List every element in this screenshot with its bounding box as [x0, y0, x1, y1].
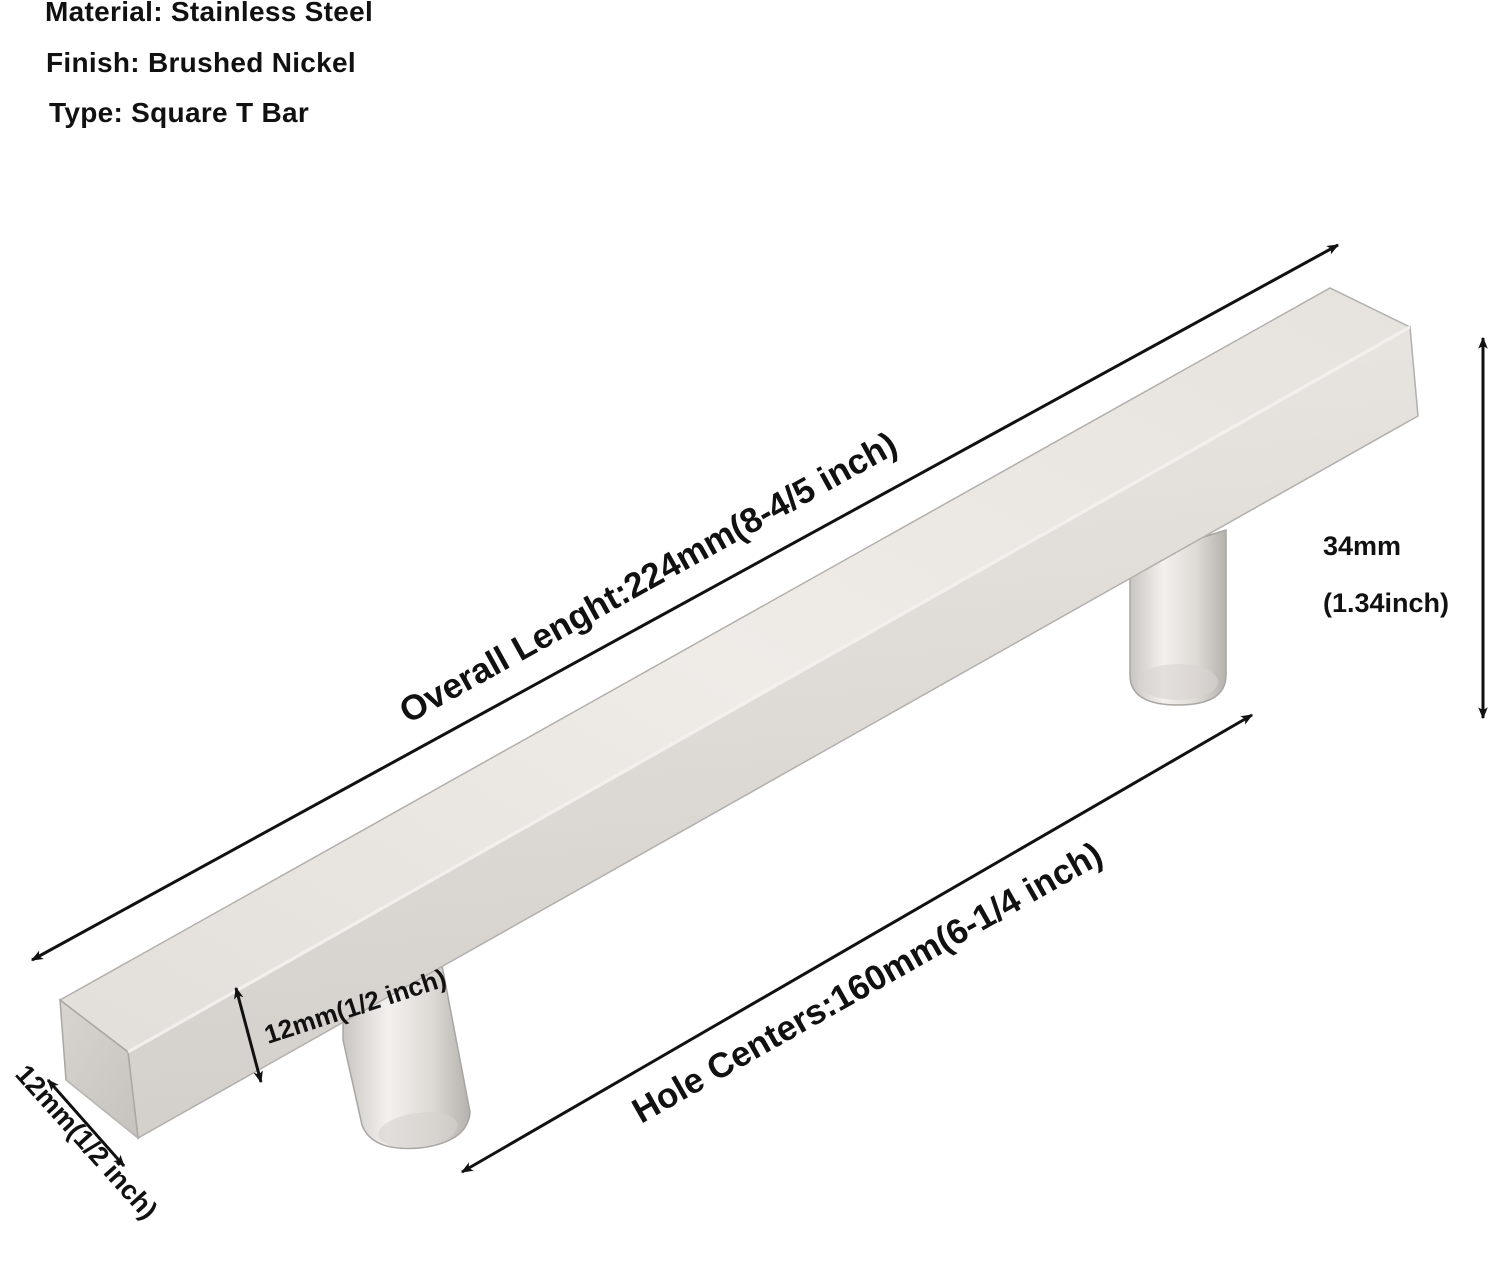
bar-width-arrow [46, 1079, 126, 1167]
bar-height-arrow [234, 986, 263, 1084]
spec-finish: Finish: Brushed Nickel [46, 47, 356, 78]
hole-centers-arrow [460, 713, 1254, 1174]
overall-length-arrow [30, 243, 1340, 962]
spec-material: Material: Stainless Steel [45, 0, 374, 27]
spec-type: Type: Square T Bar [49, 97, 310, 128]
projection-inch-label: (1.34inch) [1323, 588, 1449, 618]
projection-mm-label: 34mm [1323, 531, 1401, 561]
hole-centers-label: Hole Centers:160mm(6-1/4 inch) [626, 835, 1109, 1131]
